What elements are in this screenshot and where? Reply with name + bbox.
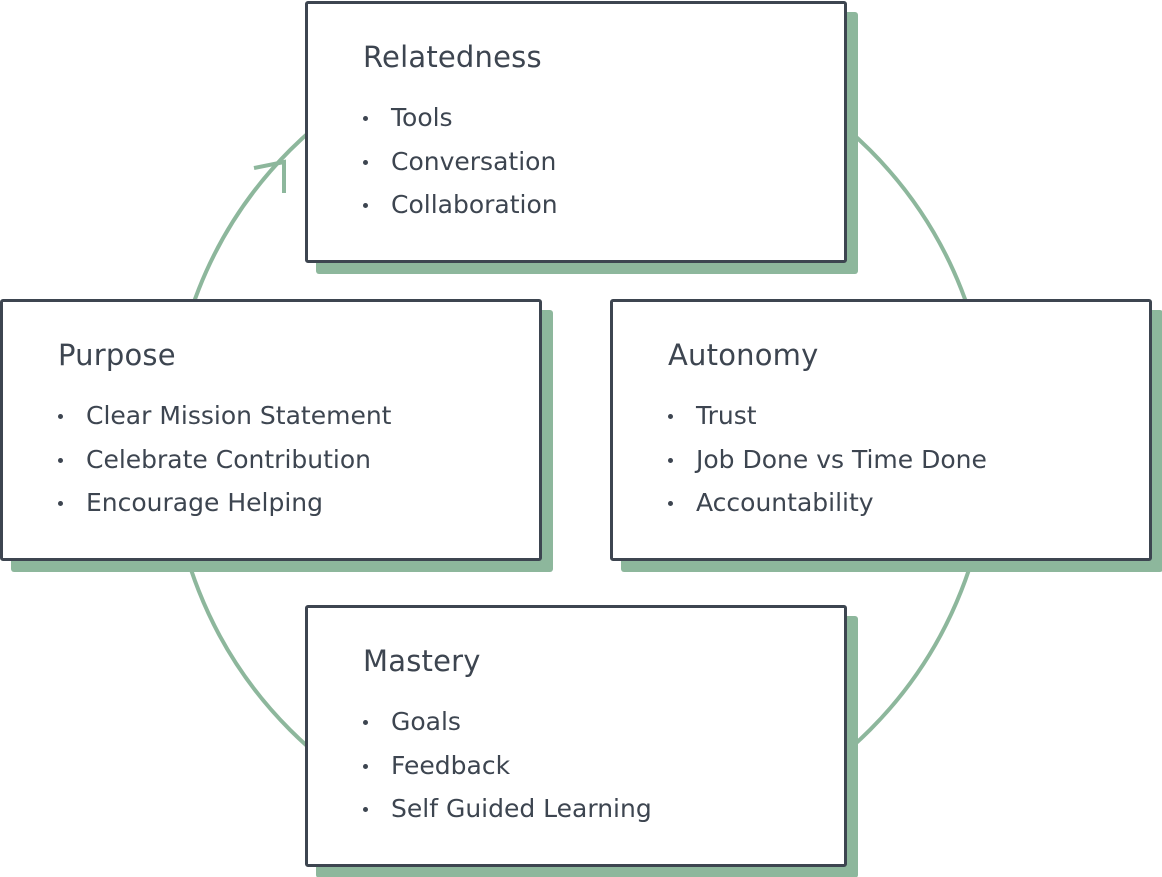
list-item-label: Trust [696,401,757,430]
purpose-list: Clear Mission Statement Celebrate Contri… [58,400,391,531]
list-item: Goals [363,706,652,750]
list-item: Encourage Helping [58,487,391,531]
bullet-icon [363,807,368,812]
bullet-icon [58,501,63,506]
bullet-icon [668,501,673,506]
bullet-icon [363,116,368,121]
list-item: Conversation [363,146,558,190]
bullet-icon [58,414,63,419]
purpose-title: Purpose [58,338,176,372]
list-item-label: Collaboration [391,190,558,219]
list-item-label: Conversation [391,146,557,176]
list-item-label: Feedback [391,750,511,780]
list-item: Accountability [668,487,987,531]
mastery-list: Goals Feedback Self Guided Learning [363,706,652,837]
list-item-label: Encourage Helping [86,488,323,517]
autonomy-title: Autonomy [668,338,819,372]
list-item-label: Celebrate Contribution [86,444,371,474]
list-item: Feedback [363,750,652,794]
purpose-card: Purpose Clear Mission Statement Celebrat… [0,299,542,561]
bullet-icon [363,763,368,769]
relatedness-list: Tools Conversation Collaboration [363,102,558,233]
list-item: Trust [668,400,987,444]
list-item-label: Goals [391,707,461,736]
bullet-icon [363,720,368,725]
autonomy-list: Trust Job Done vs Time Done Accountabili… [668,400,987,531]
bullet-icon [58,457,63,463]
list-item: Collaboration [363,189,558,233]
list-item-label: Job Done vs Time Done [696,444,987,474]
cycle-arrow-icon [253,159,286,193]
list-item-label: Accountability [696,488,874,517]
list-item-label: Tools [391,103,453,132]
bullet-icon [668,457,673,463]
mastery-title: Mastery [363,644,481,678]
relatedness-title: Relatedness [363,40,542,74]
mastery-card: Mastery Goals Feedback Self Guided Learn… [305,605,847,867]
bullet-icon [363,203,368,208]
list-item-label: Clear Mission Statement [86,401,392,430]
bullet-icon [363,159,368,165]
bullet-icon [668,414,673,419]
relatedness-card: Relatedness Tools Conversation Collabora… [305,1,847,263]
list-item-label: Self Guided Learning [391,794,652,823]
list-item: Tools [363,102,558,146]
list-item: Clear Mission Statement [58,400,391,444]
autonomy-card: Autonomy Trust Job Done vs Time Done Acc… [610,299,1152,561]
list-item: Self Guided Learning [363,793,652,837]
list-item: Job Done vs Time Done [668,444,987,488]
list-item: Celebrate Contribution [58,444,391,488]
